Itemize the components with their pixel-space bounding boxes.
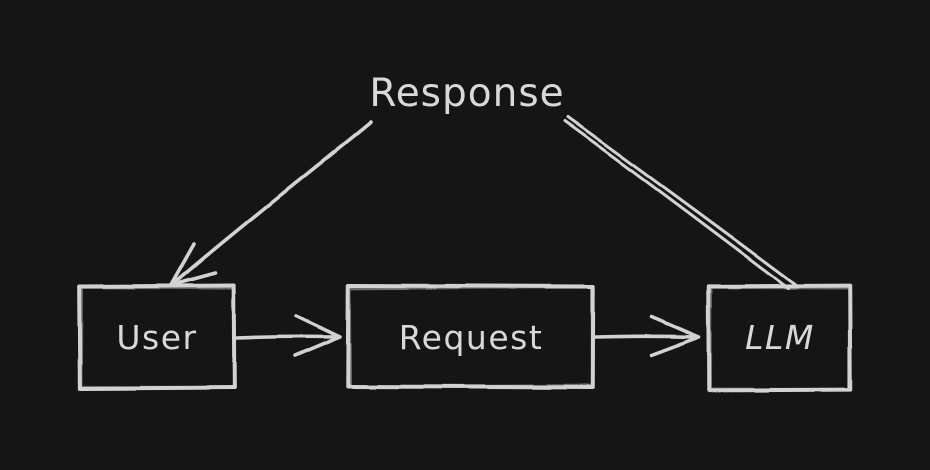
arrow-response-to-user — [169, 120, 373, 287]
node-request — [345, 283, 596, 390]
arrow-user-to-request — [234, 314, 342, 358]
node-user-label: User — [116, 318, 197, 357]
arrow-request-to-llm — [594, 315, 701, 357]
response-label: Response — [369, 71, 564, 116]
node-llm — [706, 283, 853, 393]
node-request-label: Request — [399, 318, 544, 357]
node-llm-label: LLM — [745, 318, 815, 357]
node-user — [77, 283, 237, 391]
line-llm-to-response — [562, 115, 798, 290]
